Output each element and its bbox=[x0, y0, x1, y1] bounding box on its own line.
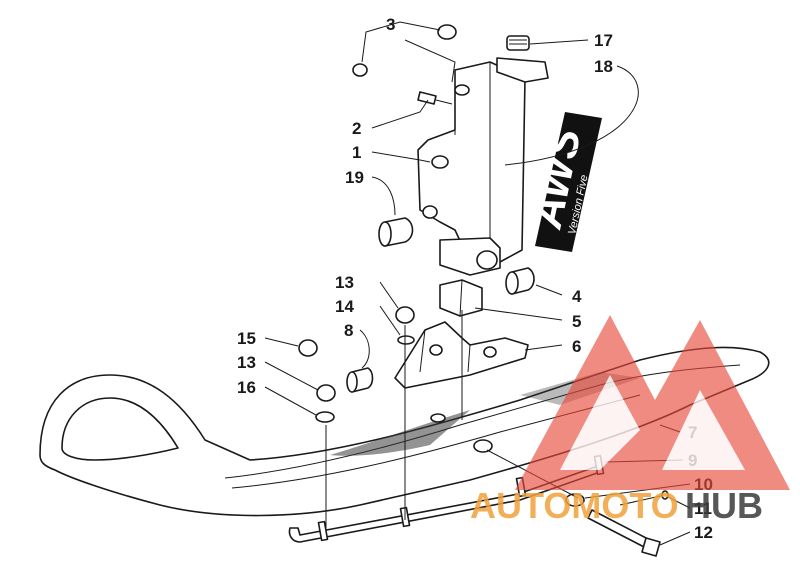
watermark-word-hub: HUB bbox=[685, 485, 763, 526]
spindle-lower-clevis bbox=[439, 237, 501, 276]
watermark-word-automoto: AUTOMOTO bbox=[470, 485, 679, 526]
washer-16 bbox=[315, 411, 335, 423]
callout-15: 15 bbox=[237, 329, 256, 348]
bolt-2 bbox=[417, 91, 453, 105]
callout-16: 16 bbox=[237, 378, 256, 397]
nut-3b bbox=[352, 63, 368, 77]
callout-17: 17 bbox=[594, 31, 613, 50]
callout-4: 4 bbox=[572, 287, 582, 306]
callout-13-lower: 13 bbox=[237, 353, 256, 372]
nut-13-lower bbox=[316, 384, 336, 402]
spindle-1 bbox=[417, 57, 549, 263]
callout-1: 1 bbox=[352, 143, 361, 162]
callout-3: 3 bbox=[386, 15, 395, 34]
callout-8: 8 bbox=[344, 321, 353, 340]
callout-19: 19 bbox=[345, 168, 364, 187]
callout-5: 5 bbox=[572, 312, 581, 331]
callout-14: 14 bbox=[335, 297, 354, 316]
callout-18: 18 bbox=[594, 57, 613, 76]
bushing-8 bbox=[346, 367, 374, 393]
callout-11: 11 bbox=[694, 499, 712, 518]
bushing-4 bbox=[505, 267, 535, 295]
washer-10 bbox=[565, 493, 585, 507]
watermark-logo-icon bbox=[515, 315, 790, 490]
automotohub-watermark: AUTOMOTO HUB bbox=[470, 315, 790, 526]
bushing-19 bbox=[378, 217, 414, 247]
bolt-12 bbox=[587, 509, 661, 557]
block-5 bbox=[439, 279, 483, 317]
decal-18: AWS Version Five bbox=[522, 112, 602, 252]
callout-2: 2 bbox=[352, 119, 361, 138]
nut-3a bbox=[437, 24, 457, 40]
stud-11 bbox=[619, 490, 669, 506]
nut-13-upper bbox=[395, 306, 415, 324]
nut-15 bbox=[298, 339, 318, 357]
callout-12: 12 bbox=[694, 523, 713, 542]
cap-17 bbox=[506, 35, 530, 51]
callout-6: 6 bbox=[572, 337, 581, 356]
callout-13-upper: 13 bbox=[335, 273, 354, 292]
washer-14 bbox=[397, 335, 415, 345]
